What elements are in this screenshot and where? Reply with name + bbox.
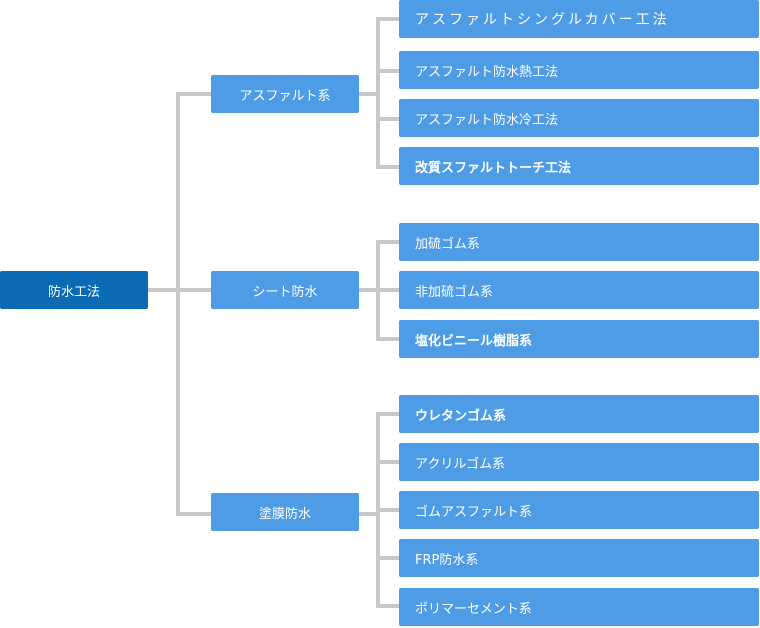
group-connector — [358, 288, 380, 292]
group-vertical — [376, 17, 380, 169]
leaf-connector — [376, 412, 400, 416]
trunk-vertical — [176, 92, 180, 516]
leaf-non-vulcanized-rubber: 非加硫ゴム系 — [399, 271, 759, 309]
category-asphalt: アスファルト系 — [211, 75, 359, 113]
category-coating: 塗膜防水 — [211, 493, 359, 531]
leaf-acrylic-rubber: アクリルゴム系 — [399, 443, 759, 481]
branch-connector — [176, 288, 212, 292]
leaf-polymer-cement: ポリマーセメント系 — [399, 588, 759, 626]
leaf-connector — [376, 460, 400, 464]
leaf-connector — [376, 17, 400, 21]
leaf-connector — [376, 508, 400, 512]
leaf-connector — [376, 604, 400, 608]
root-node: 防水工法 — [0, 271, 148, 309]
leaf-asphalt-hot: アスファルト防水熱工法 — [399, 51, 759, 89]
leaf-asphalt-cold: アスファルト防水冷工法 — [399, 99, 759, 137]
leaf-modified-torch: 改質スファルトトーチ工法 — [399, 147, 759, 185]
leaf-frp: FRP防水系 — [399, 539, 759, 577]
leaf-connector — [376, 69, 400, 73]
leaf-connector — [376, 288, 400, 292]
leaf-connector — [376, 337, 400, 341]
leaf-connector — [376, 117, 400, 121]
leaf-connector — [376, 165, 400, 169]
group-connector — [358, 512, 380, 516]
leaf-connector — [376, 556, 400, 560]
branch-connector — [176, 92, 212, 96]
leaf-connector — [376, 240, 400, 244]
category-sheet: シート防水 — [211, 271, 359, 309]
leaf-vulcanized-rubber: 加硫ゴム系 — [399, 223, 759, 261]
leaf-asphalt-shingle-cover: アスファルトシングルカバー工法 — [399, 0, 759, 38]
branch-connector — [176, 512, 212, 516]
root-connector — [148, 288, 180, 292]
leaf-urethane-rubber: ウレタンゴム系 — [399, 395, 759, 433]
leaf-pvc-resin: 塩化ビニール樹脂系 — [399, 320, 759, 358]
group-connector — [358, 92, 380, 96]
leaf-rubber-asphalt: ゴムアスファルト系 — [399, 491, 759, 529]
